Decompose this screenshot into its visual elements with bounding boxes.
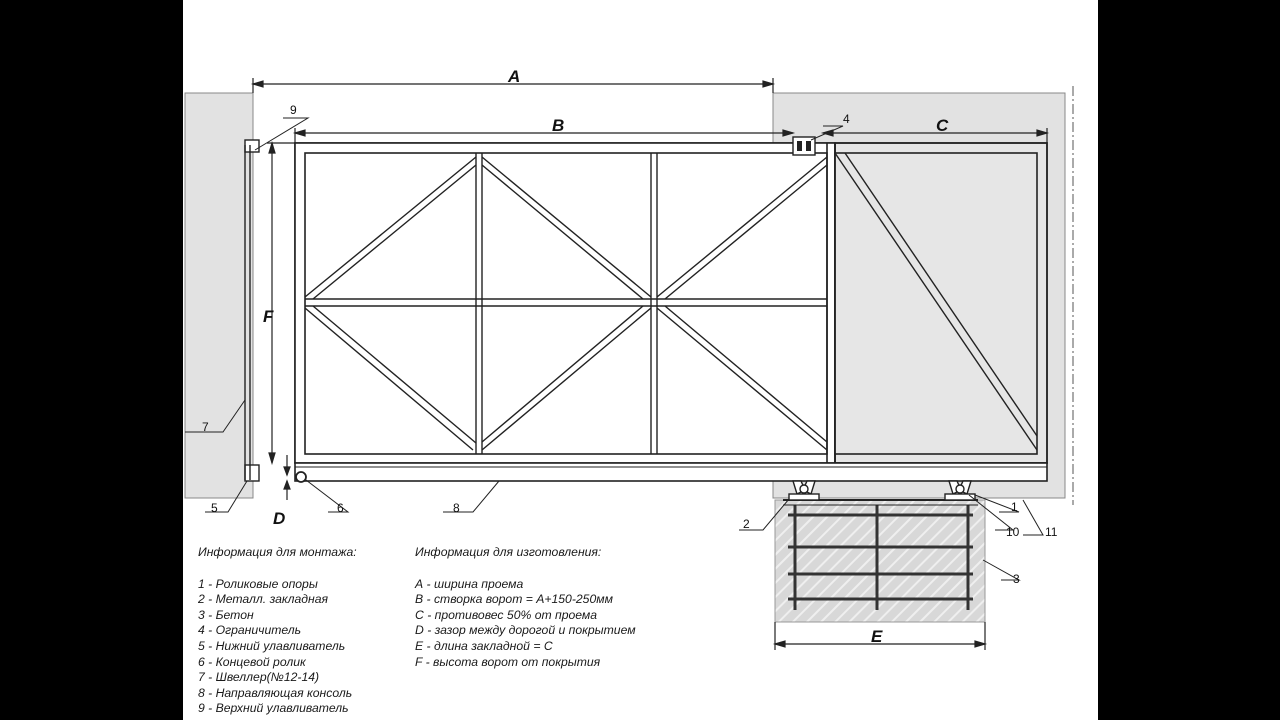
callout-4: 4 (843, 112, 850, 126)
mounting-item: 8 - Направляющая консоль (198, 685, 353, 700)
manufacturing-item: А - ширина проема (415, 576, 524, 591)
mounting-item: 3 - Бетон (198, 607, 254, 622)
manufacturing-info: Информация для изготовления: А - ширина … (415, 545, 636, 670)
dim-C: C (936, 116, 949, 135)
roller-supports (788, 480, 976, 501)
leader-lines (185, 117, 1044, 581)
callout-9: 9 (290, 103, 297, 117)
manufacturing-item: F - высота ворот от покрытия (415, 654, 601, 669)
gate-bracing (304, 152, 1038, 454)
manufacturing-item: В - створка ворот = А+150-250мм (415, 592, 613, 607)
dimension-lines (250, 78, 1050, 650)
gate-frame (294, 142, 1048, 464)
dim-E: E (871, 627, 883, 646)
callout-11: 11 (1045, 525, 1058, 539)
dim-F: F (263, 307, 274, 326)
guide-console (294, 462, 1048, 482)
mounting-info: Информация для монтажа: 1 - Роликовые оп… (198, 545, 357, 717)
mounting-info-title: Информация для монтажа: (198, 545, 357, 559)
lower-catcher (244, 464, 260, 482)
mounting-item: 7 - Швеллер(№12-14) (198, 670, 320, 685)
mounting-item: 6 - Концевой ролик (198, 654, 306, 669)
callout-10: 10 (1006, 525, 1020, 539)
left-wall (184, 92, 254, 499)
callout-1: 1 (1011, 500, 1018, 514)
mounting-item: 1 - Роликовые опоры (198, 576, 318, 591)
callout-6: 6 (337, 501, 344, 515)
manufacturing-item: Е - длина закладной = С (415, 638, 553, 653)
manufacturing-info-title: Информация для изготовления: (415, 545, 602, 559)
gate-diagram: A B C D E F 1 2 3 4 5 6 7 8 9 10 11 (184, 67, 1074, 650)
callout-5: 5 (211, 501, 218, 515)
mounting-item: 5 - Нижний улавливатель (198, 638, 346, 653)
embedded-rebar (788, 505, 973, 610)
mounting-item: 9 - Верхний улавливатель (198, 701, 349, 716)
concrete-foundation (774, 499, 986, 623)
end-roller (295, 471, 307, 483)
upper-catcher (244, 139, 260, 153)
manufacturing-item: D - зазор между дорогой и покрытием (415, 623, 636, 638)
dim-D: D (273, 509, 285, 528)
mounting-item: 4 - Ограничитель (198, 623, 302, 638)
drawing-sheet: A B C D E F 1 2 3 4 5 6 7 8 9 10 11 Инфо… (183, 0, 1098, 720)
callout-7: 7 (202, 420, 209, 434)
dim-A: A (507, 67, 520, 86)
callout-3: 3 (1013, 572, 1020, 586)
dim-B: B (552, 116, 564, 135)
callout-8: 8 (453, 501, 460, 515)
mounting-item: 2 - Металл. закладная (198, 592, 329, 607)
callout-2: 2 (743, 517, 750, 531)
manufacturing-item: С - противовес 50% от проема (415, 607, 598, 622)
